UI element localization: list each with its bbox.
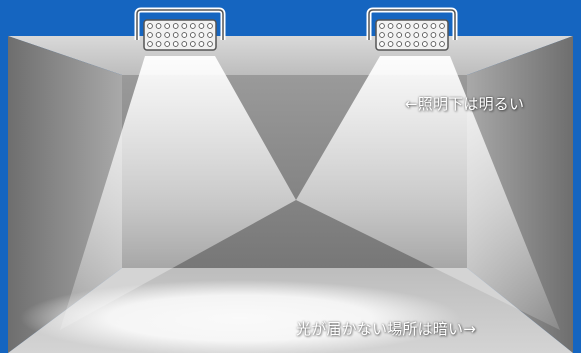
led-icon <box>387 41 394 47</box>
led-icon <box>181 23 188 29</box>
floodlight-left-icon <box>134 7 226 51</box>
fixture-housing <box>143 19 217 51</box>
light-beam-left <box>60 56 296 330</box>
led-icon <box>396 41 402 47</box>
led-icon <box>413 32 420 38</box>
led-icon <box>198 41 205 47</box>
fixture-housing <box>375 19 449 51</box>
led-icon <box>422 32 428 38</box>
led-icon <box>422 23 428 29</box>
led-icon <box>396 32 402 38</box>
led-icon <box>430 23 437 29</box>
led-icon <box>207 23 213 29</box>
led-icon <box>198 32 205 38</box>
led-icon <box>164 23 170 29</box>
led-icon <box>404 41 411 47</box>
led-icon <box>172 41 179 47</box>
led-icon <box>155 32 162 38</box>
led-icon <box>155 41 162 47</box>
led-icon <box>413 41 420 47</box>
led-icon <box>379 23 385 29</box>
led-icon <box>147 41 153 47</box>
light-beam-right <box>296 56 560 330</box>
led-icon <box>172 23 179 29</box>
floor-light-pool <box>20 280 460 353</box>
led-icon <box>439 23 445 29</box>
led-icon <box>439 32 445 38</box>
led-icon <box>379 41 385 47</box>
led-icon <box>155 23 162 29</box>
led-icon <box>190 32 196 38</box>
led-icon <box>190 41 196 47</box>
led-icon <box>404 23 411 29</box>
led-icon <box>439 41 445 47</box>
led-icon <box>181 32 188 38</box>
led-icon <box>422 41 428 47</box>
led-icon <box>430 41 437 47</box>
led-icon <box>430 32 437 38</box>
floodlight-right-icon <box>366 7 458 51</box>
fixture-bracket-outline <box>368 9 456 40</box>
led-icon <box>207 41 213 47</box>
fixture-bracket-outline <box>136 9 224 40</box>
led-icon <box>164 41 170 47</box>
led-icon <box>164 32 170 38</box>
led-icon <box>181 41 188 47</box>
led-icon <box>190 23 196 29</box>
caption-dark-unreached: 光が届かない場所は暗い→ <box>296 320 476 338</box>
light-beams <box>20 56 560 353</box>
led-icon <box>404 32 411 38</box>
led-icon <box>147 23 153 29</box>
led-icon <box>396 23 402 29</box>
led-icon <box>413 23 420 29</box>
led-icon <box>172 32 179 38</box>
led-icon <box>147 32 153 38</box>
caption-bright-under-light: ←照明下は明るい <box>405 95 525 113</box>
led-icon <box>387 32 394 38</box>
led-icon <box>379 32 385 38</box>
led-icon <box>387 23 394 29</box>
led-icon <box>198 23 205 29</box>
led-icon <box>207 32 213 38</box>
